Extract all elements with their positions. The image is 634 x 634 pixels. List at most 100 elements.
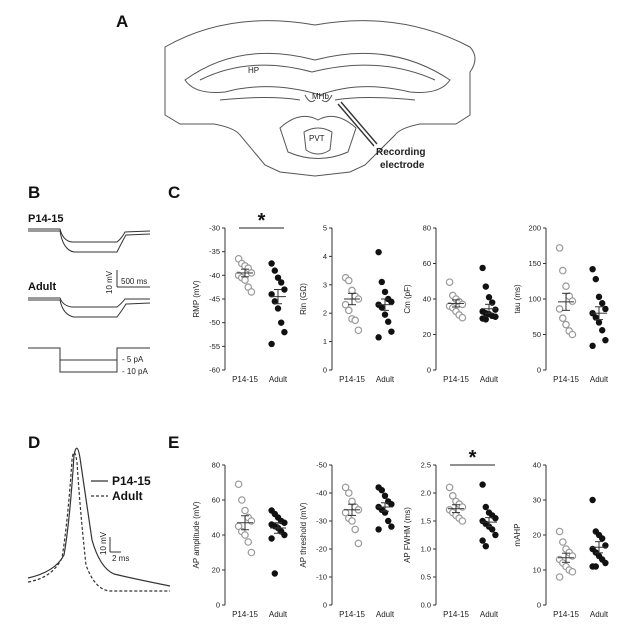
point-p14 — [344, 276, 353, 285]
y-tick-label: 1.5 — [421, 517, 431, 526]
point-adult — [378, 304, 385, 311]
point-adult — [479, 481, 486, 488]
y-tick-label: 30 — [533, 496, 541, 505]
x-category-label: P14-15 — [232, 375, 258, 384]
y-tick-label: 0 — [323, 601, 327, 610]
x-category-label: P14-15 — [553, 375, 579, 384]
y-tick-label: 0 — [427, 366, 431, 375]
point-adult — [281, 328, 288, 336]
y-tick-label: 50 — [533, 330, 541, 339]
point-adult — [388, 298, 395, 306]
x-category-label: Adult — [480, 375, 499, 384]
point-adult — [485, 294, 493, 301]
point-adult — [592, 563, 599, 570]
scale-bar-d — [109, 537, 121, 553]
ap-traces — [27, 447, 171, 592]
y-tick-label: 0.5 — [421, 573, 431, 582]
point-adult — [592, 314, 599, 321]
ap-trace-adult — [27, 451, 170, 592]
x-category-label: P14-15 — [232, 610, 258, 619]
point-adult — [595, 319, 603, 326]
point-p14 — [241, 276, 249, 284]
scale-t-d: 2 ms — [112, 554, 129, 563]
point-p14 — [354, 539, 363, 548]
point-p14 — [234, 480, 243, 489]
point-p14 — [351, 316, 360, 325]
point-p14 — [555, 527, 564, 536]
y-tick-label: 40 — [212, 531, 220, 540]
point-p14 — [458, 313, 467, 322]
point-adult — [482, 316, 489, 323]
point-adult — [268, 291, 275, 298]
point-adult — [381, 288, 389, 296]
point-adult — [278, 279, 285, 286]
recording-electrode — [337, 101, 378, 147]
point-p14 — [445, 483, 454, 492]
point-p14 — [354, 326, 363, 335]
step-label-5pa: - 5 pA — [122, 355, 144, 364]
y-tick-label: 4 — [323, 252, 327, 261]
point-adult — [492, 515, 499, 522]
point-adult — [492, 306, 499, 313]
point-p14 — [445, 278, 454, 286]
y-tick-label: -45 — [209, 295, 220, 304]
mhb-right — [321, 94, 333, 103]
point-p14 — [238, 496, 246, 504]
point-adult — [375, 248, 382, 256]
point-adult — [271, 267, 278, 274]
step-label-10pa: - 10 pA — [122, 367, 148, 376]
y-tick-label: -50 — [209, 318, 220, 327]
point-p14 — [568, 330, 577, 339]
y-tick-label: -20 — [316, 545, 327, 554]
point-adult — [281, 531, 288, 539]
point-adult — [378, 278, 385, 286]
point-adult — [589, 496, 596, 504]
x-category-label: P14-15 — [443, 610, 469, 619]
point-adult — [492, 313, 499, 320]
y-tick-label: -10 — [316, 573, 327, 582]
point-p14 — [348, 517, 356, 525]
y-tick-label: 60 — [423, 259, 431, 268]
y-tick-label: -60 — [209, 366, 220, 375]
mhb-left — [304, 94, 316, 103]
y-tick-label: 0.0 — [421, 601, 431, 610]
point-adult — [268, 340, 275, 348]
y-axis-label: tau (ms) — [513, 284, 522, 314]
trace-label-adult: Adult — [28, 281, 56, 293]
point-adult — [602, 305, 609, 313]
y-tick-label: 1 — [323, 337, 327, 346]
y-tick-label: -35 — [209, 247, 220, 256]
y-tick-label: 0 — [537, 601, 541, 610]
thalamus-shape — [279, 115, 357, 159]
y-tick-label: 100 — [528, 295, 541, 304]
y-tick-label: 20 — [423, 330, 431, 339]
pvt-shape — [303, 127, 333, 155]
legend-p14: P14-15 — [112, 474, 151, 488]
y-tick-label: 150 — [528, 259, 541, 268]
point-adult — [388, 501, 395, 508]
point-adult — [592, 275, 599, 283]
x-category-label: P14-15 — [339, 375, 365, 384]
y-axis-label: Cm (pF) — [403, 284, 412, 314]
point-p14 — [247, 288, 256, 296]
electrode-label-line1: Recording — [376, 147, 425, 158]
point-p14 — [555, 305, 564, 313]
scale-t-b: 500 ms — [121, 277, 147, 286]
point-adult — [271, 570, 278, 577]
y-tick-label: 2.5 — [421, 461, 431, 470]
legend-adult: Adult — [112, 489, 143, 503]
y-tick-label: 0 — [323, 366, 327, 375]
hippocampus-outer — [184, 52, 451, 96]
point-p14 — [448, 491, 457, 500]
x-category-label: Adult — [269, 610, 288, 619]
x-category-label: Adult — [376, 375, 395, 384]
point-adult — [381, 311, 389, 318]
point-adult — [599, 535, 606, 542]
y-tick-label: 0 — [537, 366, 541, 375]
point-p14 — [458, 503, 467, 511]
point-adult — [589, 265, 596, 273]
y-tick-label: -40 — [209, 271, 220, 280]
ventricle-line — [219, 97, 416, 101]
